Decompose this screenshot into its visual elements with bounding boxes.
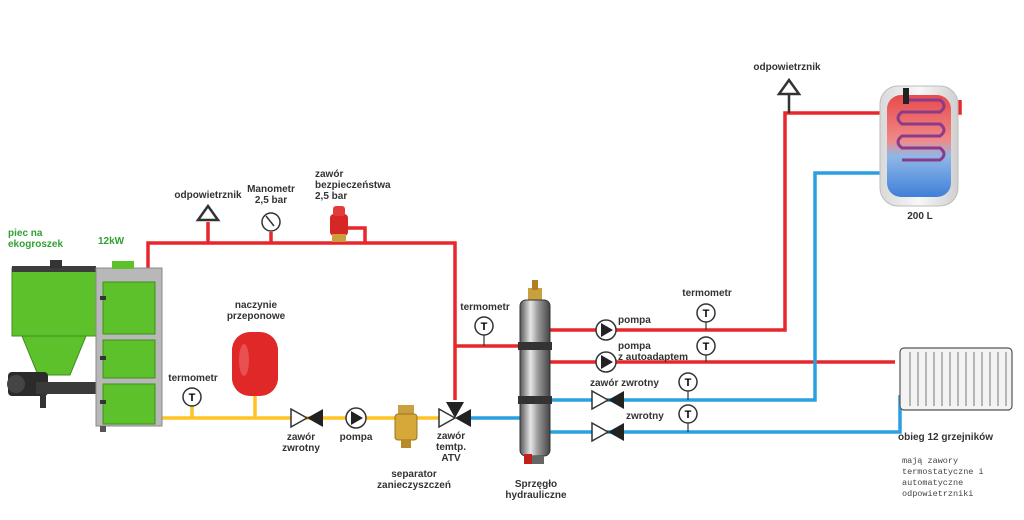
manometer-icon <box>261 212 281 232</box>
radiators-label: obieg 12 grzejników <box>898 432 994 443</box>
hot-water-tank-icon <box>879 85 959 207</box>
radiators-note: mają zawory termostatyczne i automatyczn… <box>902 456 984 499</box>
pump-auto-label: pompa z autoadaptem <box>618 341 689 363</box>
radiator-icon <box>899 347 1013 411</box>
svg-text:T: T <box>189 392 196 404</box>
safety-valve-icon <box>330 206 348 242</box>
thermometer-mid-label: termometr <box>460 302 510 313</box>
three-way-valve-icon <box>438 402 471 429</box>
vent-right-label: odpowietrznik <box>753 62 821 73</box>
check-valve-left-label: zawór zwrotny <box>282 432 320 454</box>
boiler-label: piec na ekogroszek <box>8 228 64 250</box>
check-valve-icon <box>290 407 323 429</box>
thermometer-return-label: termometr <box>168 373 218 384</box>
svg-text:T: T <box>685 409 692 421</box>
hydraulic-coupling-icon <box>518 280 552 464</box>
svg-text:T: T <box>481 321 488 333</box>
hydraulic-coupling-label: Sprzęgło hydrauliczne <box>505 479 567 501</box>
expansion-vessel-label: naczynie przeponowe <box>226 300 286 322</box>
safety-valve-label: zawór bezpieczeństwa 2,5 bar <box>315 169 391 202</box>
check-valve-icon <box>591 421 624 443</box>
vent-icon <box>776 77 802 113</box>
check-valve-2-label: zwrotny <box>626 411 664 422</box>
thermometer-icon: T <box>182 387 202 407</box>
manometer-label: Manometr 2,5 bar <box>247 184 295 206</box>
svg-text:T: T <box>703 308 710 320</box>
vent-left-label: odpowietrznik <box>174 190 242 201</box>
thermometer-icon: T <box>696 303 716 330</box>
pump-icon <box>595 319 617 341</box>
pump-top-label: pompa <box>618 315 651 326</box>
svg-text:T: T <box>703 341 710 353</box>
boiler-icon <box>7 260 163 432</box>
tank-volume-label: 200 L <box>907 211 933 222</box>
thermometer-icon: T <box>696 336 716 362</box>
pump-icon <box>595 351 617 373</box>
thermometer-icon: T <box>678 372 698 400</box>
thermometer-icon: T <box>474 316 494 346</box>
pump-icon <box>345 407 367 429</box>
expansion-vessel-icon <box>232 332 278 396</box>
svg-text:T: T <box>685 377 692 389</box>
thermometer-top-label: termometr <box>682 288 732 299</box>
separator-label: separator zanieczyszczeń <box>377 469 451 491</box>
check-valve-icon <box>591 389 624 411</box>
check-valve-1-label: zawór zwrotny <box>590 378 659 389</box>
separator-icon <box>394 405 418 448</box>
boiler-power-label: 12kW <box>98 236 125 247</box>
atv-valve-label: zawór temtp. ATV <box>436 431 466 464</box>
vent-icon <box>195 203 221 222</box>
pump-left-label: pompa <box>339 432 373 443</box>
thermometer-icon: T <box>678 404 698 432</box>
